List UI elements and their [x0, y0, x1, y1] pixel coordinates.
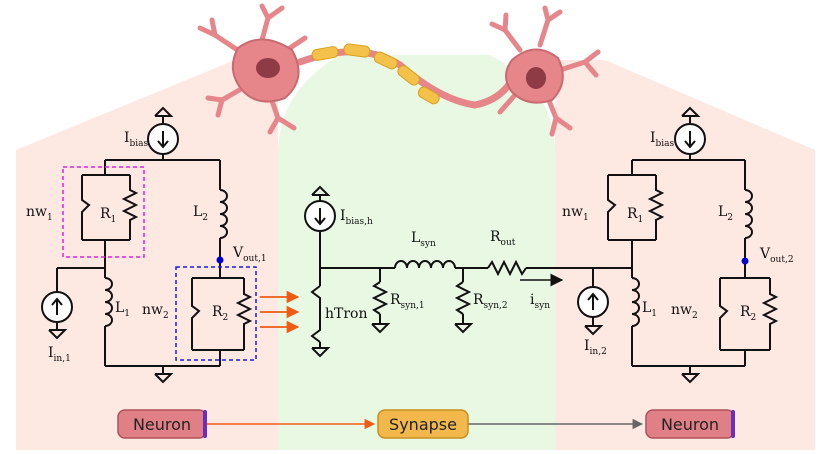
label-l1-right: L1: [642, 300, 657, 319]
neuron-right-label: Neuron: [661, 415, 719, 434]
neuron-left-pill: Neuron: [117, 409, 207, 439]
label-iin2: Iin,2: [584, 338, 607, 357]
label-htron: hTron: [325, 306, 368, 322]
left-neuron-circuit: [41, 106, 253, 384]
label-vout1: Vout,1: [232, 245, 267, 264]
right-neuron-region: [555, 60, 815, 450]
label-nw1-right: nw1: [562, 204, 589, 223]
neuron-left-label: Neuron: [133, 415, 191, 434]
vout1-node: [216, 256, 224, 264]
label-nw2-left: nw2: [142, 302, 169, 321]
label-r1-right: R1: [627, 206, 643, 225]
label-r2-right: R2: [740, 304, 756, 323]
label-iin1: Iin,1: [48, 345, 71, 364]
label-r1-left: R1: [100, 206, 116, 225]
nanowire-highlight-box-2: [175, 266, 257, 361]
label-ibias-right: Ibias: [650, 130, 675, 149]
label-isyn: isyn: [530, 292, 550, 311]
synapse-circuit: [304, 185, 632, 358]
label-ibias-left: Ibias: [124, 130, 149, 149]
label-rsyn1: Rsyn,1: [390, 292, 425, 311]
vout2-node: [741, 257, 749, 265]
label-vout2: Vout,2: [759, 246, 794, 265]
synapse-region: [278, 55, 555, 450]
label-l1-left: L1: [115, 300, 130, 319]
label-l2-left: L2: [193, 204, 208, 223]
nanowire-highlight-box-1: [62, 166, 145, 258]
label-nw1-left: nw1: [26, 204, 53, 223]
label-lsyn: Lsyn: [411, 230, 436, 249]
label-rout: Rout: [490, 229, 516, 248]
right-neuron-circuit: [577, 106, 779, 384]
label-nw2-right: nw2: [671, 302, 698, 321]
neuron-illustration: [197, 3, 601, 137]
label-r2-left: R2: [212, 304, 228, 323]
synapse-label: Synapse: [389, 415, 457, 434]
label-rsyn2: Rsyn,2: [473, 292, 508, 311]
neuron-right-pill: Neuron: [645, 409, 735, 439]
coupling-arrows: [260, 290, 300, 334]
left-neuron-region: [16, 60, 278, 450]
synapse-pill: Synapse: [377, 409, 469, 439]
label-l2-right: L2: [718, 204, 733, 223]
label-ibias-h: Ibias,h: [340, 208, 373, 227]
